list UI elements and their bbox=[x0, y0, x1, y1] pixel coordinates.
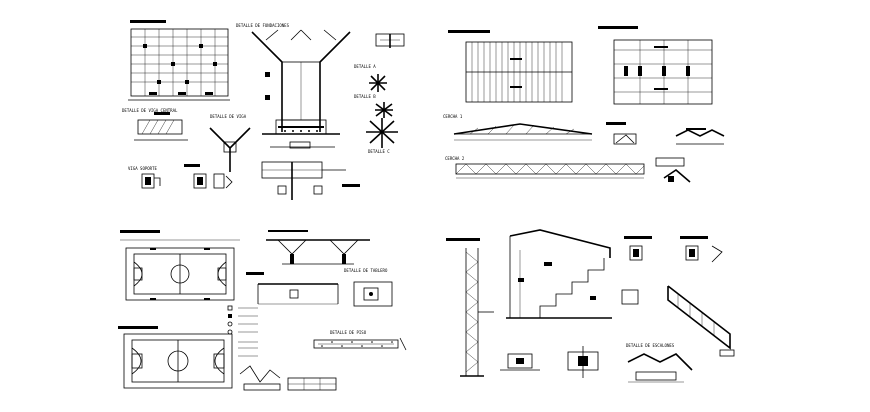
column-base-elevation bbox=[261, 161, 360, 200]
step-details-right bbox=[624, 236, 723, 263]
base-plate-details-bottom bbox=[500, 346, 599, 378]
column-elevation-vertical bbox=[446, 238, 494, 377]
truss-connection-details bbox=[606, 122, 725, 145]
label-detalle-a: DETALLE A bbox=[354, 64, 376, 69]
canopy-section bbox=[246, 272, 339, 305]
label-viga: DETALLE DE VIGA bbox=[210, 114, 247, 119]
star-connection-detail-b bbox=[375, 102, 393, 118]
court-plan-upper bbox=[120, 230, 240, 301]
anchor-bolt-detail-right bbox=[184, 164, 233, 189]
label-detalle-b: DETALLE B bbox=[354, 94, 376, 99]
backboard-detail: DETALLE DE TABLERO bbox=[344, 268, 393, 307]
roof-framing-plan bbox=[598, 26, 713, 105]
truss-elevation-2: CERCHA 2 bbox=[445, 156, 645, 179]
y-connection-detail: DETALLE DE VIGA bbox=[209, 114, 251, 172]
label-piso: DETALLE DE PISO bbox=[330, 330, 367, 335]
label-viga-central: DETALLE DE VIGA CENTRAL bbox=[122, 108, 178, 113]
legend-symbols bbox=[227, 305, 258, 357]
foundation-plan-grid bbox=[128, 20, 230, 101]
title-block-table bbox=[287, 377, 337, 391]
label-detalle-c: DETALLE C bbox=[368, 149, 390, 154]
beam-section-detail: DETALLE DE VIGA CENTRAL bbox=[122, 108, 188, 141]
label-cercha-1: CERCHA 1 bbox=[443, 114, 463, 119]
court-plan-lower bbox=[118, 326, 233, 389]
roof-plan-corrugated bbox=[448, 30, 573, 103]
foundation-section-detail: DETALLE DE FUNDACIONES bbox=[236, 23, 351, 149]
star-connection-detail-a bbox=[369, 74, 387, 92]
label-escalones: DETALLE DE ESCALONES bbox=[626, 343, 675, 348]
canopy-elevation bbox=[266, 230, 370, 265]
label-cercha-2: CERCHA 2 bbox=[445, 156, 465, 161]
floor-detail: DETALLE DE PISO bbox=[313, 330, 407, 351]
star-connection-detail-c bbox=[366, 118, 398, 148]
label-tablero: DETALLE DE TABLERO bbox=[344, 268, 388, 273]
anchor-bolt-detail-left: VIGA SOPORTE bbox=[128, 166, 161, 189]
truss-support-detail bbox=[655, 157, 691, 183]
foundation-footing-detail bbox=[239, 365, 281, 391]
detail-small-top: DETALLE A bbox=[354, 33, 405, 69]
truss-elevation-1: CERCHA 1 bbox=[443, 114, 593, 141]
label-viga-soporte: VIGA SOPORTE bbox=[128, 166, 157, 171]
stair-stringer-detail bbox=[621, 285, 735, 357]
label-fundaciones: DETALLE DE FUNDACIONES bbox=[236, 23, 290, 28]
escalones-detail: DETALLE DE ESCALONES bbox=[626, 343, 693, 383]
bleacher-section bbox=[506, 229, 612, 319]
